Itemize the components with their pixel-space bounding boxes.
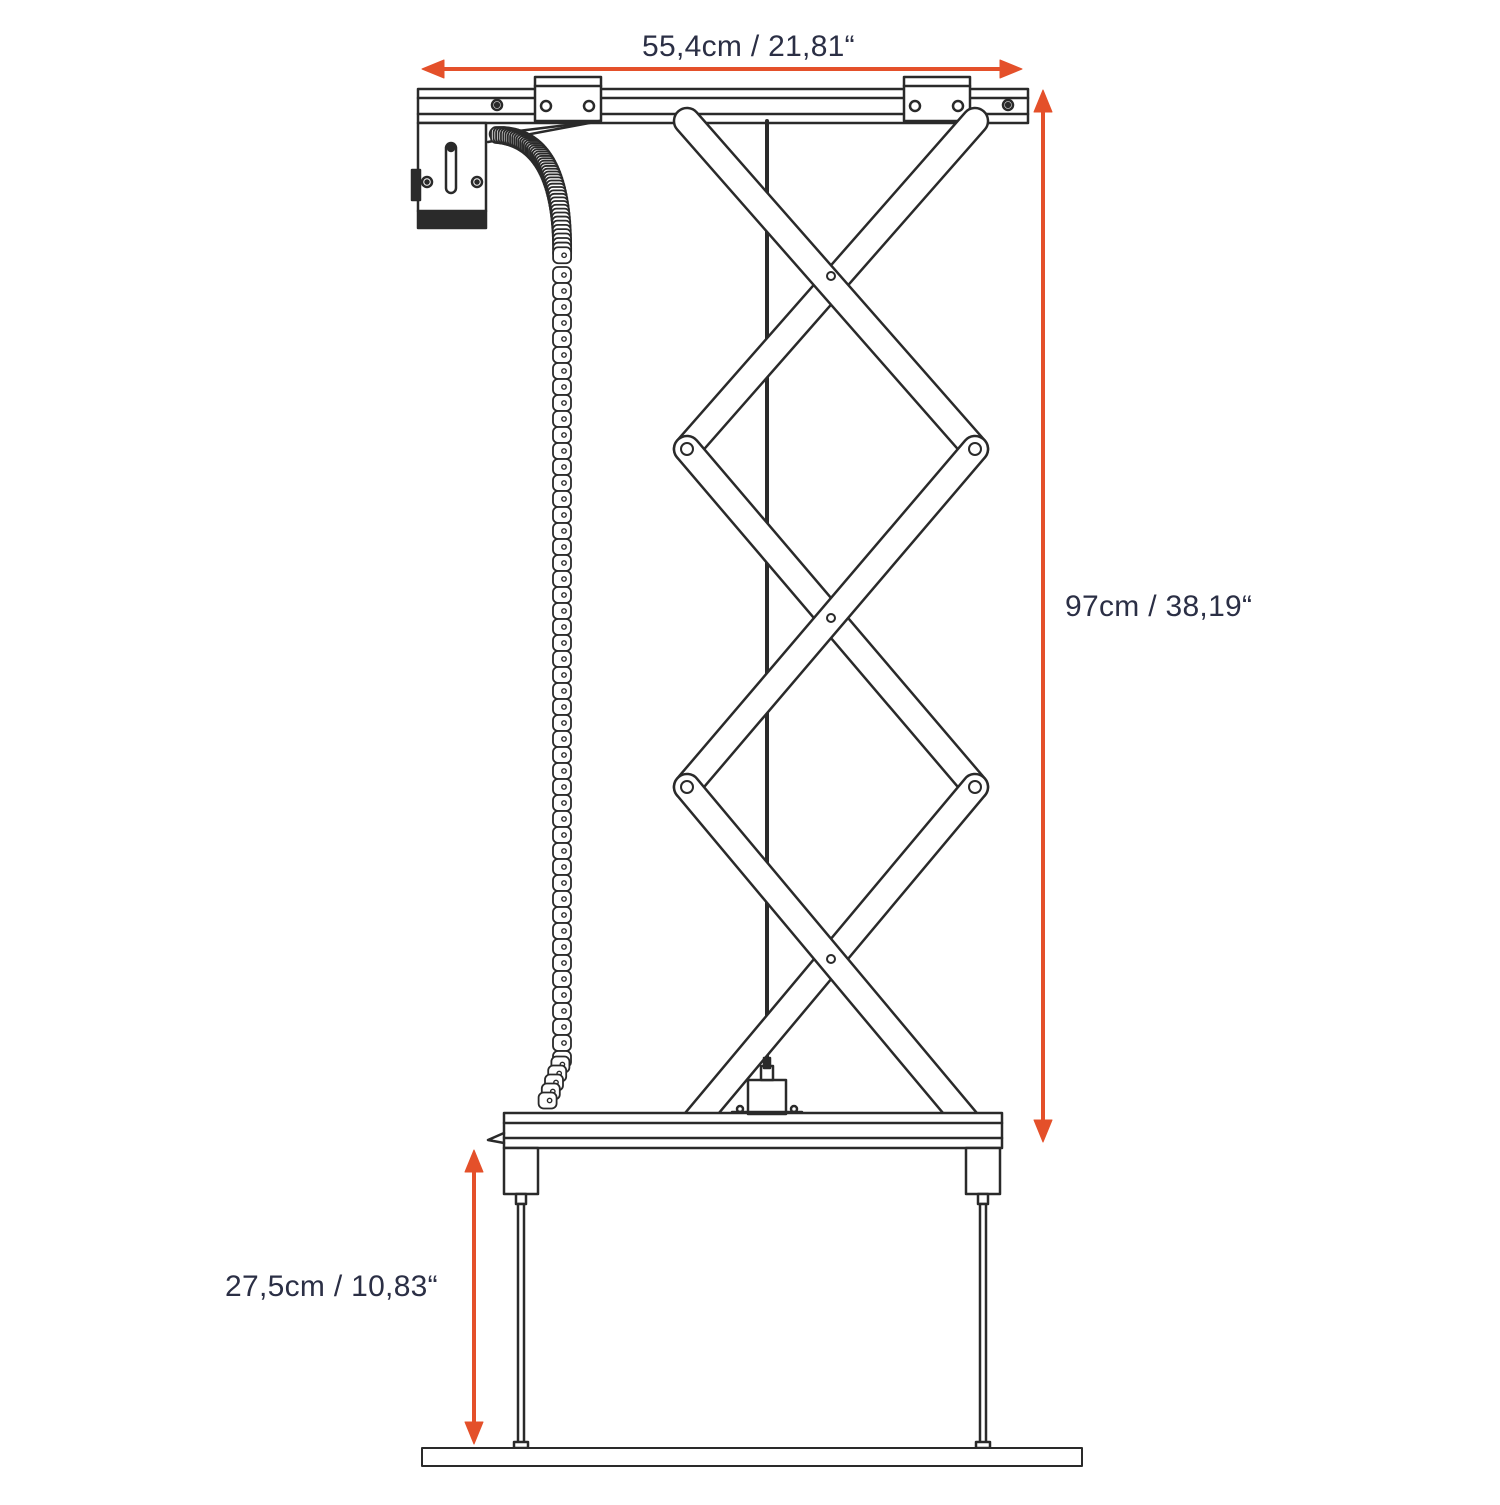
- chain-link-pin: [561, 464, 567, 470]
- chain-link-pin: [561, 992, 567, 998]
- width-dimension-label: 55,4cm / 21,81“: [642, 30, 855, 63]
- height-dimension-label: 97cm / 38,19“: [1065, 590, 1253, 623]
- chain-link-pin: [561, 528, 567, 534]
- chain-link-pin: [561, 752, 567, 758]
- chain-link-pin: [561, 288, 567, 294]
- chain-link-pin: [561, 252, 567, 259]
- chain-link-pin: [561, 1008, 567, 1014]
- chain-link-pin: [561, 640, 567, 646]
- drop-arrow: [464, 1149, 484, 1445]
- chain-link-pin: [561, 704, 567, 710]
- bottom-frame: [486, 1111, 1004, 1206]
- scissor-pivot: [826, 271, 836, 281]
- chain-link-pin: [561, 688, 567, 694]
- scissor-joint: [680, 442, 694, 456]
- chain-link-pin: [561, 480, 567, 486]
- top-bracket-left: [533, 75, 603, 123]
- chain-link-pin: [546, 1097, 553, 1104]
- chain-link-pin: [561, 960, 567, 966]
- scissor-joint: [680, 780, 694, 794]
- chain-link-pin: [561, 320, 567, 326]
- width-arrow: [421, 59, 1023, 79]
- chain-link-pin: [561, 432, 567, 438]
- chain-link-pin: [561, 400, 567, 406]
- chain-link-pin: [561, 608, 567, 614]
- chain-link-pin: [561, 1024, 567, 1030]
- chain-link-pin: [561, 272, 567, 278]
- chain-link-pin: [561, 928, 567, 934]
- chain-link-pin: [561, 336, 567, 342]
- chain-link-pin: [561, 416, 567, 422]
- chain-link-pin: [561, 448, 567, 454]
- chain-link-pin: [561, 736, 567, 742]
- chain-link-pin: [561, 848, 567, 854]
- chain-link-pin: [561, 832, 567, 838]
- drop-dimension-label: 27,5cm / 10,83“: [225, 1270, 438, 1303]
- scissor-joint: [968, 780, 982, 794]
- cable-chain: [490, 126, 573, 1110]
- chain-link-pin: [561, 544, 567, 550]
- chain-link-pin: [561, 592, 567, 598]
- chain-link-pin: [561, 864, 567, 870]
- chain-link-pin: [561, 512, 567, 518]
- chain-link-pin: [561, 1040, 567, 1046]
- chain-link-pin: [561, 784, 567, 790]
- chain-link-pin: [561, 880, 567, 886]
- motor-housing: [410, 121, 488, 230]
- chain-link-pin: [561, 560, 567, 566]
- height-arrow: [1033, 89, 1053, 1143]
- chain-link-pin: [561, 800, 567, 806]
- chain-link-pin: [561, 896, 567, 902]
- top-bracket-right: [902, 75, 972, 123]
- chain-link-pin: [561, 656, 567, 662]
- chain-link-pin: [561, 304, 567, 310]
- projector-mount: [730, 1056, 804, 1116]
- chain-link-pin: [561, 576, 567, 582]
- chain-link-pin: [561, 768, 567, 774]
- chain-link-pin: [561, 384, 567, 390]
- chain-link-pin: [561, 624, 567, 630]
- threaded-rods: [512, 1202, 992, 1450]
- chain-link-pin: [561, 496, 567, 502]
- chain-link-pin: [561, 912, 567, 918]
- chain-link-pin: [561, 720, 567, 726]
- chain-link-pin: [561, 672, 567, 678]
- scissor-pivot: [826, 613, 836, 623]
- chain-link-pin: [561, 816, 567, 822]
- scissor-pivot: [826, 954, 836, 964]
- bottom-plate: [421, 1447, 1083, 1467]
- chain-link-pin: [561, 944, 567, 950]
- chain-link-pin: [561, 976, 567, 982]
- chain-link-pin: [561, 368, 567, 374]
- scissor-mechanism: [672, 106, 990, 1146]
- scissor-joint: [968, 442, 982, 456]
- chain-link-pin: [561, 352, 567, 358]
